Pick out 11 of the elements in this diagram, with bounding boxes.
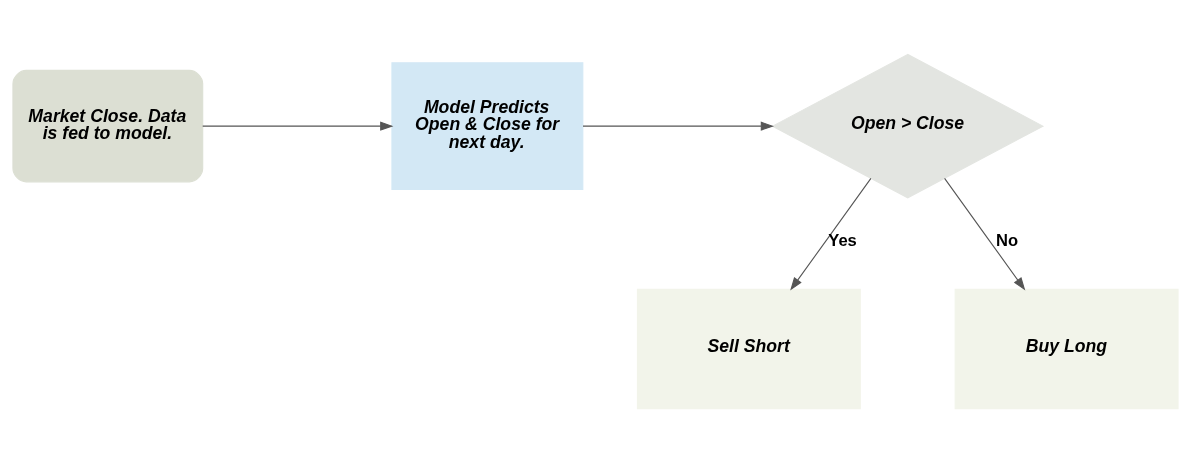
arrow bbox=[790, 177, 872, 291]
node-box: Sell Short bbox=[636, 288, 861, 410]
arrow bbox=[582, 121, 774, 131]
node-diamond: Open > Close bbox=[771, 53, 1045, 199]
node-box: Market Close. Data is fed to model. bbox=[12, 69, 204, 183]
edge-label: Yes bbox=[828, 231, 857, 251]
arrow bbox=[202, 121, 394, 131]
edge-label: No bbox=[996, 231, 1019, 251]
arrow bbox=[944, 177, 1026, 291]
node-box: Buy Long bbox=[954, 288, 1179, 410]
node-box: Model Predicts Open & Close for next day. bbox=[391, 62, 584, 191]
